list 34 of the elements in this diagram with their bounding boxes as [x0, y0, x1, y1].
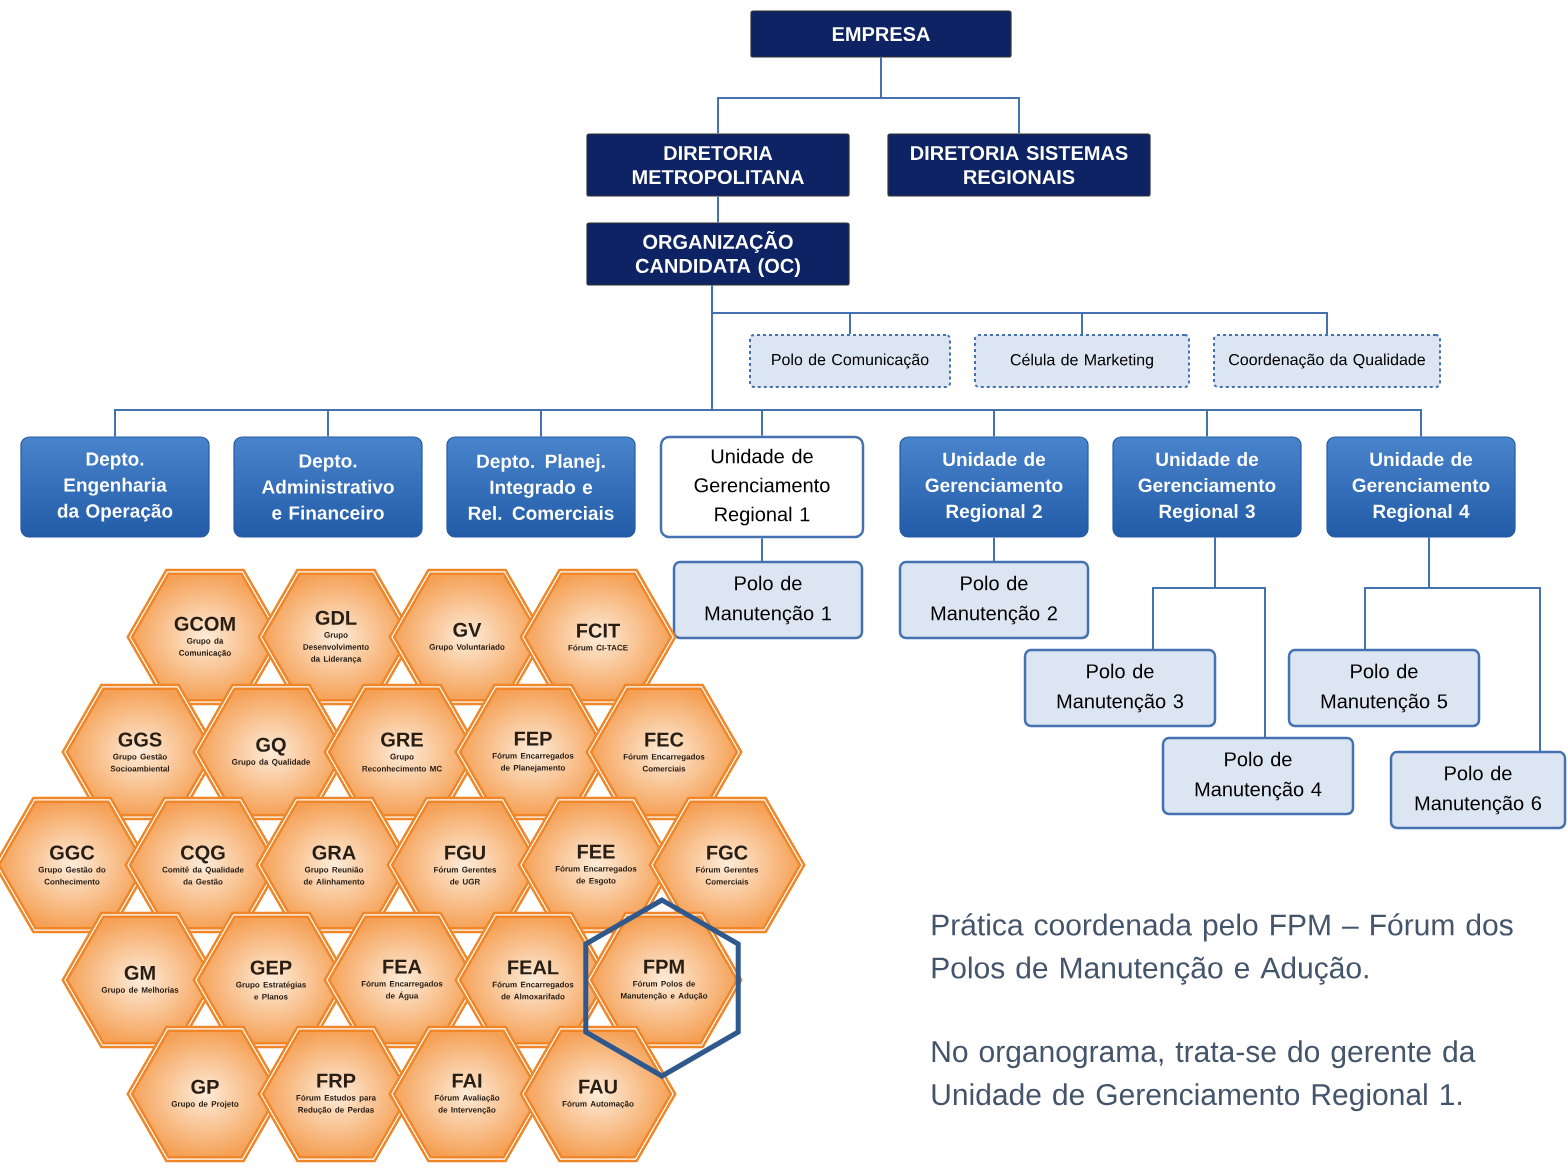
connector-line — [711, 284, 1422, 438]
connector-line — [993, 536, 995, 563]
connector-line — [880, 56, 1020, 135]
department-box: Depto. Engenharia da Operação — [20, 436, 210, 538]
forum-hexagon: FCIT Fórum CI-TACE — [519, 568, 677, 706]
connector-line — [1428, 536, 1541, 753]
forum-hexagon: FEC Fórum Encarregados Comerciais — [585, 683, 743, 821]
forum-hexagon: FPM Fórum Polos de Manutenção e Adução — [585, 911, 743, 1049]
dashed-box: Célula de Marketing — [974, 334, 1190, 388]
connector-line — [717, 195, 719, 224]
maintenance-box: Polo de Manutenção 3 — [1023, 648, 1217, 728]
maintenance-box: Polo de Manutenção 2 — [898, 560, 1090, 640]
department-box: Depto. Administrativo e Financeiro — [233, 436, 423, 538]
header-box: ORGANIZAÇÃO CANDIDATA (OC) — [586, 222, 850, 286]
maintenance-box: Polo de Manutenção 1 — [672, 560, 864, 640]
department-box: Depto. Planej. Integrado e Rel. Comerciais — [446, 436, 636, 538]
maintenance-box: Polo de Manutenção 4 — [1161, 736, 1355, 816]
unit-box: Unidade de Gerenciamento Regional 1 — [659, 435, 865, 539]
note-text: Prática coordenada pelo FPM – Fórum dos Polos de Manutenção e Adução. — [932, 913, 1513, 985]
dashed-box: Polo de Comunicação — [749, 334, 951, 388]
maintenance-box: Polo de Manutenção 5 — [1287, 648, 1481, 728]
dashed-box: Coordenação da Qualidade — [1213, 334, 1441, 388]
maintenance-box: Polo de Manutenção 6 — [1389, 750, 1567, 830]
department-box: Unidade de Gerenciamento Regional 4 — [1326, 436, 1516, 538]
department-box: Unidade de Gerenciamento Regional 2 — [899, 436, 1089, 538]
header-box: DIRETORIA METROPOLITANA — [586, 133, 850, 197]
note-text: No organograma, trata-se do gerente da Unidade de Gerenciamento Regional 1. — [932, 1040, 1476, 1112]
forum-hexagon: FAU Fórum Automação — [519, 1025, 677, 1163]
department-box: Unidade de Gerenciamento Regional 3 — [1112, 436, 1302, 538]
forum-hexagon: FGC Fórum Gerentes Comerciais — [648, 796, 806, 934]
connector-line — [761, 537, 763, 563]
header-box: EMPRESA — [750, 10, 1012, 58]
header-box: DIRETORIA SISTEMAS REGIONAIS — [887, 133, 1151, 197]
connector-line — [1214, 536, 1266, 739]
